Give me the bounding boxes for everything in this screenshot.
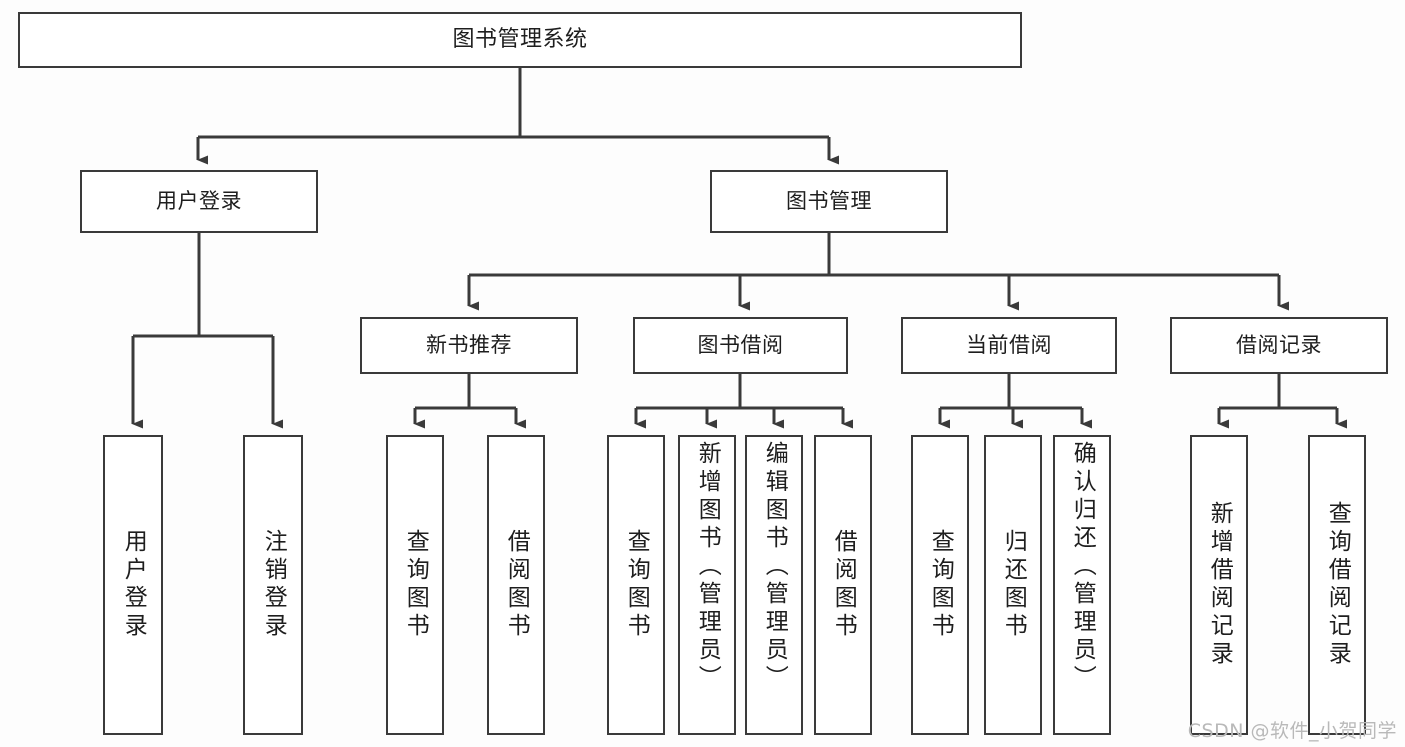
node-label: 查询图书 — [623, 529, 650, 641]
node-root-system[interactable]: 图书管理系统 — [18, 12, 1022, 68]
node-label: 用户登录 — [120, 529, 147, 641]
node-label: 归还图书 — [1000, 529, 1027, 641]
node-leaf-confirm-return[interactable]: 确认归还（管理员） — [1053, 435, 1111, 735]
node-leaf-logout[interactable]: 注销登录 — [243, 435, 303, 735]
node-leaf-add-book[interactable]: 新增图书（管理员） — [678, 435, 736, 735]
node-book-manage[interactable]: 图书管理 — [710, 170, 948, 233]
node-label: 查询图书 — [927, 529, 954, 641]
node-current-borrow[interactable]: 当前借阅 — [901, 317, 1117, 374]
node-label: 编辑图书（管理员） — [761, 441, 788, 693]
node-leaf-edit-book[interactable]: 编辑图书（管理员） — [745, 435, 803, 735]
node-label: 新书推荐 — [426, 333, 512, 358]
node-leaf-query-book-2[interactable]: 查询图书 — [607, 435, 665, 735]
node-label: 注销登录 — [260, 529, 287, 641]
node-leaf-borrow-book-1[interactable]: 借阅图书 — [487, 435, 545, 735]
node-label: 新增图书（管理员） — [694, 441, 721, 693]
node-label: 图书管理系统 — [452, 27, 588, 53]
node-leaf-add-record[interactable]: 新增借阅记录 — [1190, 435, 1248, 735]
node-user-login[interactable]: 用户登录 — [80, 170, 318, 233]
node-leaf-query-book-3[interactable]: 查询图书 — [911, 435, 969, 735]
node-label: 借阅记录 — [1236, 333, 1322, 358]
node-label: 图书管理 — [786, 189, 872, 214]
node-label: 图书借阅 — [697, 333, 784, 358]
node-label: 当前借阅 — [966, 333, 1052, 358]
node-label: 用户登录 — [156, 189, 242, 214]
node-leaf-borrow-book-2[interactable]: 借阅图书 — [814, 435, 872, 735]
node-leaf-return-book[interactable]: 归还图书 — [984, 435, 1042, 735]
node-borrow-record[interactable]: 借阅记录 — [1170, 317, 1388, 374]
node-label: 确认归还（管理员） — [1069, 441, 1096, 693]
node-leaf-user-login[interactable]: 用户登录 — [103, 435, 163, 735]
node-label: 借阅图书 — [830, 529, 857, 641]
node-leaf-query-book-1[interactable]: 查询图书 — [386, 435, 444, 735]
node-label: 查询借阅记录 — [1324, 501, 1351, 669]
node-label: 查询图书 — [402, 529, 429, 641]
node-leaf-query-record[interactable]: 查询借阅记录 — [1308, 435, 1366, 735]
csdn-watermark: CSDN @软件_小贺同学 — [1187, 720, 1397, 742]
node-label: 新增借阅记录 — [1206, 501, 1233, 669]
node-new-book-rec[interactable]: 新书推荐 — [360, 317, 578, 374]
node-label: 借阅图书 — [503, 529, 530, 641]
node-book-borrow[interactable]: 图书借阅 — [633, 317, 848, 374]
